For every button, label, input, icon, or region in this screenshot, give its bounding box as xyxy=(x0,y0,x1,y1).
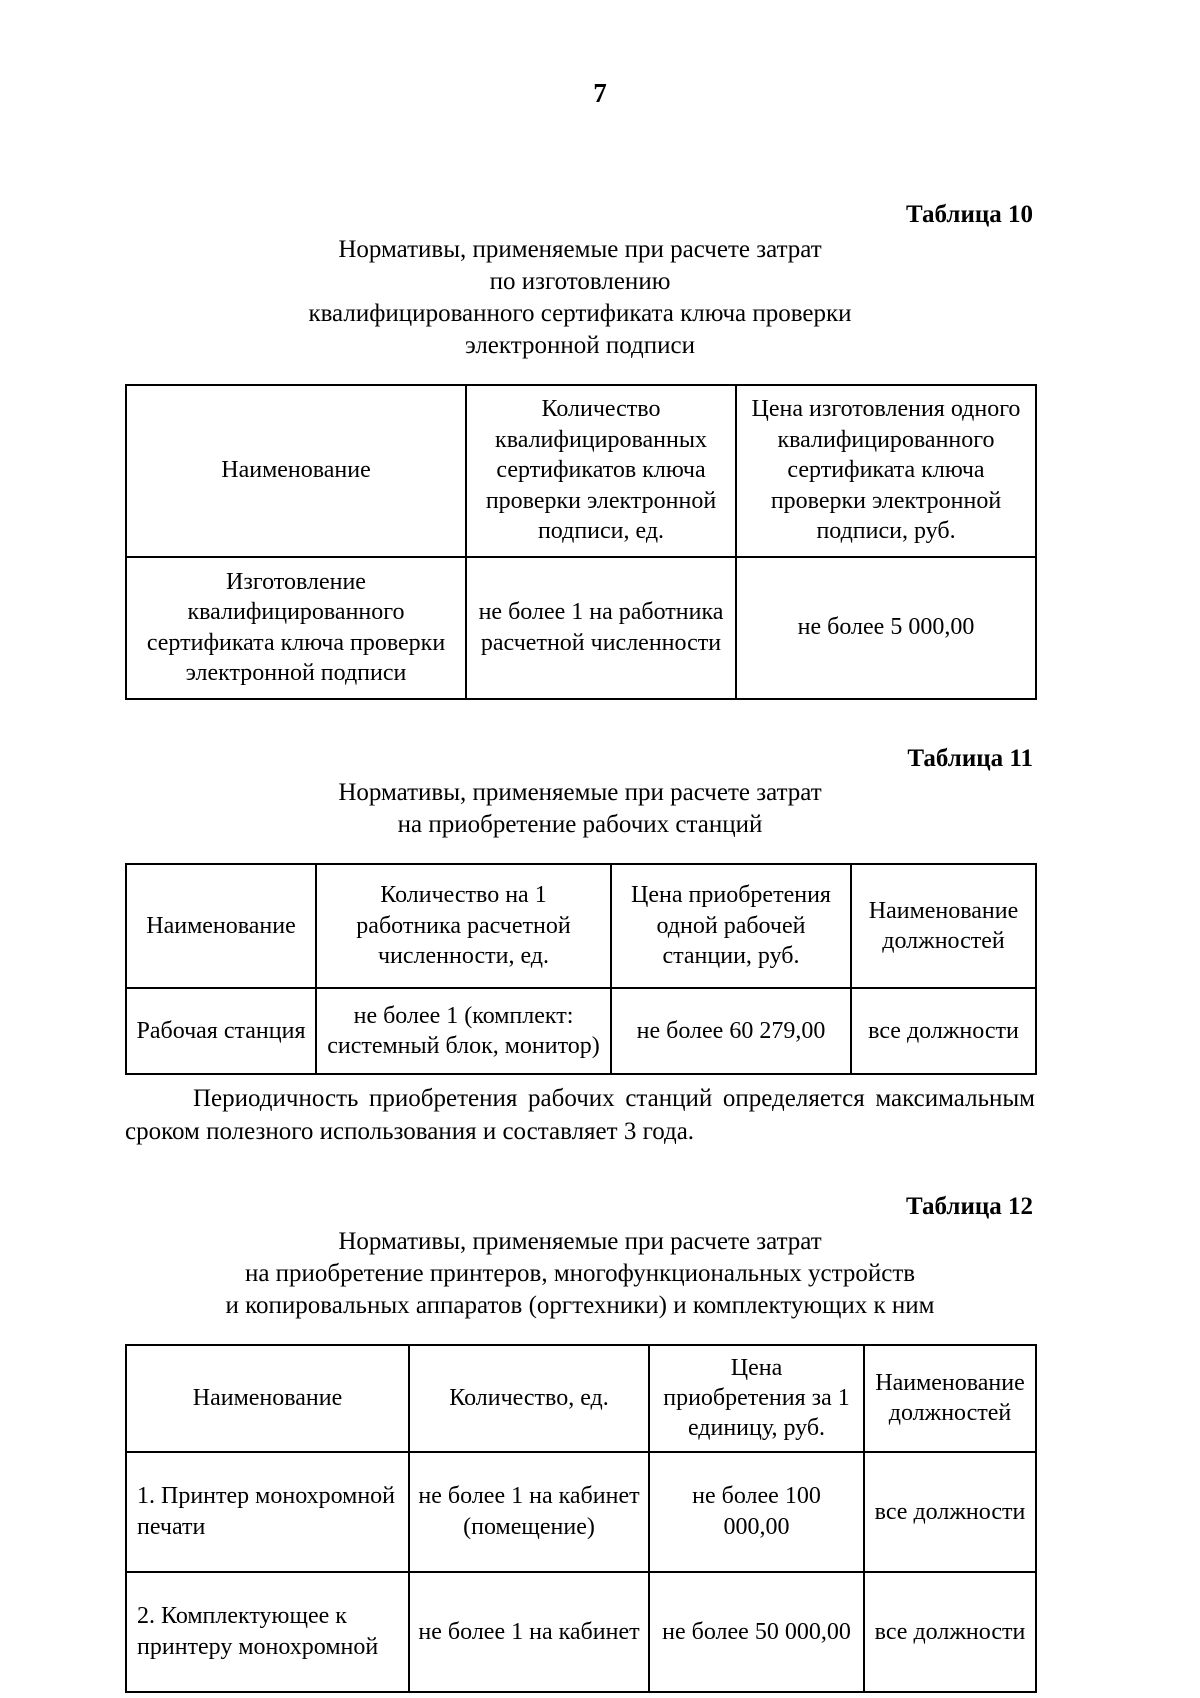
table-10: Наименование Количество квалифицированны… xyxy=(125,383,1037,700)
table-11-title-line-2: на приобретение рабочих станций xyxy=(397,811,763,838)
spacer-2 xyxy=(125,1148,1035,1192)
table-10-title-line-1: Нормативы, применяемые при расчете затра… xyxy=(338,235,822,263)
table-11-r1-c4: все должности xyxy=(850,987,1037,1075)
document-content: Таблица 10 Нормативы, применяемые при ра… xyxy=(125,200,1037,1693)
table-10-title-line-3: квалифицированного сертификата ключа про… xyxy=(308,299,852,327)
table-12-label: Таблица 12 xyxy=(905,1193,1033,1220)
table-11-header-cell-4: Наименование должностей xyxy=(850,863,1037,989)
table-12-title-line-1: Нормативы, применяемые при расчете затра… xyxy=(338,1227,822,1255)
table-row: 2. Комплектующее к принтеру монохромной … xyxy=(125,1570,1037,1693)
section-table-12: Таблица 12 Нормативы, применяемые при ра… xyxy=(125,1192,1037,1693)
table-10-title-line-2: по изготовлению xyxy=(489,267,671,295)
table-10-header-cell-2: Количество квалифицированных сертификато… xyxy=(465,383,737,558)
table-10-title-line-4: электронной подписи xyxy=(465,331,695,359)
section-table-11: Таблица 11 Нормативы, применяемые при ра… xyxy=(125,744,1037,1149)
section-table-10: Таблица 10 Нормативы, применяемые при ра… xyxy=(125,200,1037,700)
table-11-header-cell-3: Цена приобретения одной рабочей станции,… xyxy=(610,863,852,989)
table-12: Наименование Количество, ед. Цена приобр… xyxy=(125,1343,1037,1693)
table-12-header-cell-1: Наименование xyxy=(125,1343,410,1453)
table-12-r2-c3: не более 50 000,00 xyxy=(648,1570,865,1693)
table-12-header-cell-2: Количество, ед. xyxy=(408,1343,650,1453)
table-12-r1-c1: 1. Принтер монохромной печати xyxy=(125,1450,410,1573)
spacer-1 xyxy=(125,700,1035,744)
table-10-header-row: Наименование Количество квалифицированны… xyxy=(125,383,1037,558)
table-12-title-line-3: и копировальных аппаратов (оргтехники) и… xyxy=(225,1291,935,1319)
table-10-r1-c2: не более 1 на работника расчетной числен… xyxy=(465,555,737,700)
table-11-header-row: Наименование Количество на 1 работника р… xyxy=(125,863,1037,989)
table-12-r1-c3: не более 100 000,00 xyxy=(648,1450,865,1573)
table-row: 1. Принтер монохромной печати не более 1… xyxy=(125,1450,1037,1573)
table-12-title-line-2: на приобретение принтеров, многофункцион… xyxy=(244,1259,916,1287)
table-10-title: Нормативы, применяемые при расчете затра… xyxy=(125,234,1035,362)
table-10-r1-c1: Изготовление квалифицированного сертифик… xyxy=(125,555,467,700)
table-10-label: Таблица 10 xyxy=(905,201,1033,228)
table-12-header-cell-4: Наименование должностей xyxy=(863,1343,1037,1453)
table-10-r1-c3: не более 5 000,00 xyxy=(735,555,1037,700)
table-12-r2-c2: не более 1 на кабинет xyxy=(408,1570,650,1693)
table-12-title: Нормативы, применяемые при расчете затра… xyxy=(125,1226,1035,1322)
table-12-r1-c4: все должности xyxy=(863,1450,1037,1573)
table-11-r1-c3: не более 60 279,00 xyxy=(610,987,852,1075)
table-12-header-cell-3: Цена приобретения за 1 единицу, руб. xyxy=(648,1343,865,1453)
table-11: Наименование Количество на 1 работника р… xyxy=(125,863,1037,1075)
table-10-header-cell-1: Наименование xyxy=(125,383,467,558)
table-11-note: Периодичность приобретения рабочих станц… xyxy=(125,1085,1035,1145)
table-11-label: Таблица 11 xyxy=(907,744,1033,772)
table-11-r1-c2: не более 1 (комплект: системный блок, мо… xyxy=(315,987,612,1075)
table-12-r2-c1: 2. Комплектующее к принтеру монохромной xyxy=(125,1570,410,1693)
page-number: 7 xyxy=(593,78,607,108)
table-11-header-cell-1: Наименование xyxy=(125,863,317,989)
table-10-header-cell-3: Цена изготовления одного квалифицированн… xyxy=(735,383,1037,558)
table-11-header-cell-2: Количество на 1 работника расчетной числ… xyxy=(315,863,612,989)
table-12-r1-c2: не более 1 на кабинет (помещение) xyxy=(408,1450,650,1573)
table-11-title-line-1: Нормативы, применяемые при расчете затра… xyxy=(338,779,822,806)
table-11-r1-c1: Рабочая станция xyxy=(125,987,317,1075)
table-12-header-row: Наименование Количество, ед. Цена приобр… xyxy=(125,1343,1037,1453)
table-12-r2-c4: все должности xyxy=(863,1570,1037,1693)
table-11-title: Нормативы, применяемые при расчете затра… xyxy=(125,777,1035,841)
table-row: Рабочая станция не более 1 (комплект: си… xyxy=(125,987,1037,1075)
table-row: Изготовление квалифицированного сертифик… xyxy=(125,555,1037,700)
